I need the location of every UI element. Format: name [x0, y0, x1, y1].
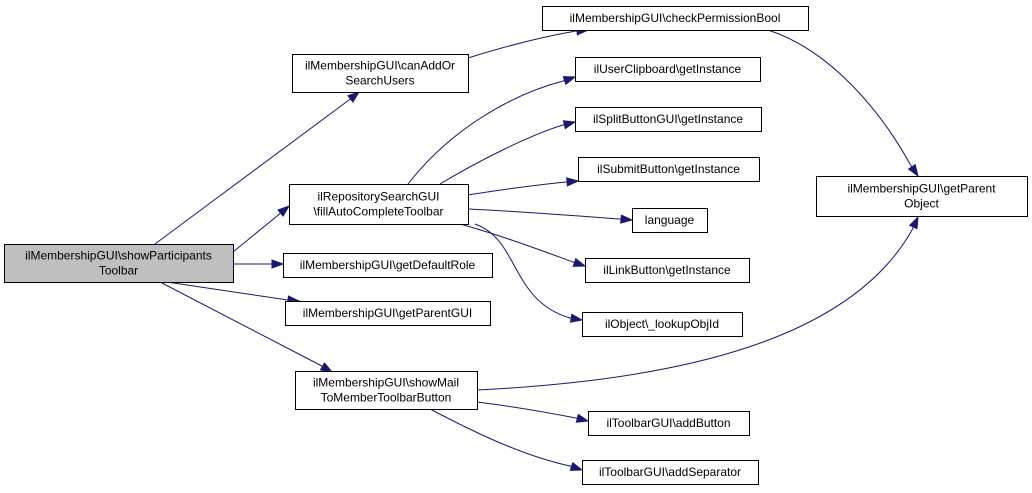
node-box	[578, 157, 760, 182]
edge-line	[232, 212, 281, 253]
edge-fill-auto-complete-toolbar-to-user-clipboard-get-instance	[407, 76, 577, 185]
edge-check-permission-bool-to-get-parent-object	[767, 29, 919, 178]
node-box	[289, 184, 469, 225]
node-split-button-get-instance[interactable]: ilSplitButtonGUI\getInstance	[575, 107, 762, 132]
node-box	[283, 253, 493, 278]
node-box	[588, 411, 750, 436]
arrowhead	[277, 205, 291, 217]
edge-fill-auto-complete-toolbar-to-link-button-get-instance	[459, 223, 587, 267]
node-label: Toolbar	[99, 264, 138, 278]
arrowhead	[572, 257, 587, 267]
edge-show-mail-to-member-toolbar-button-to-toolbar-add-button	[476, 401, 590, 423]
node-label: ilMembershipGUI\showMail	[313, 376, 459, 390]
node-label: \fillAutoCompleteToolbar	[313, 205, 443, 219]
edge-line	[476, 401, 578, 419]
node-user-clipboard-get-instance[interactable]: ilUserClipboard\getInstance	[575, 57, 761, 82]
edge-show-mail-to-member-toolbar-button-to-get-parent-object	[476, 215, 919, 391]
arrowhead	[569, 461, 584, 471]
arrowhead	[562, 76, 577, 86]
node-box	[4, 244, 234, 283]
node-toolbar-add-button[interactable]: ilToolbarGUI\addButton	[588, 411, 750, 436]
node-label: ilMembershipGUI\getParentGUI	[303, 306, 472, 320]
node-get-default-role[interactable]: ilMembershipGUI\getDefaultRole	[283, 253, 493, 278]
node-label: ilLinkButton\getInstance	[603, 263, 731, 277]
node-label: ToMemberToolbarButton	[321, 391, 452, 405]
node-box	[575, 57, 761, 82]
edge-line	[439, 124, 565, 185]
node-show-mail-to-member-toolbar-button[interactable]: ilMembershipGUI\showMailToMemberToolbarB…	[295, 371, 478, 410]
edge-line	[476, 226, 914, 391]
node-label: SearchUsers	[345, 74, 414, 88]
arrowhead	[569, 313, 584, 323]
edge-show-participants-toolbar-to-fill-auto-complete-toolbar	[232, 205, 291, 253]
arrowhead	[271, 259, 285, 269]
edge-fill-auto-complete-toolbar-to-object-lookup-obj-id	[474, 223, 584, 323]
edge-line	[467, 30, 578, 59]
edge-show-mail-to-member-toolbar-button-to-toolbar-add-separator	[429, 408, 584, 471]
edge-line	[767, 29, 913, 168]
node-box	[816, 176, 1028, 217]
edge-line	[467, 208, 622, 220]
node-label: ilUserClipboard\getInstance	[594, 62, 742, 76]
node-fill-auto-complete-toolbar[interactable]: ilRepositorySearchGUI\fillAutoCompleteTo…	[289, 184, 469, 225]
arrowhead	[566, 177, 580, 187]
node-label: ilRepositorySearchGUI	[317, 190, 439, 204]
node-box	[575, 107, 762, 132]
node-box	[292, 54, 469, 93]
edge-line	[474, 223, 572, 319]
node-label: ilSubmitButton\getInstance	[597, 162, 740, 176]
edge-can-add-or-search-users-to-check-permission-bool	[467, 26, 590, 59]
node-get-parent-gui[interactable]: ilMembershipGUI\getParentGUI	[285, 301, 491, 326]
edge-line	[159, 281, 323, 367]
edge-line	[467, 181, 568, 196]
node-box	[582, 312, 743, 337]
edge-line	[407, 80, 565, 185]
arrowhead	[575, 413, 590, 423]
node-check-permission-bool[interactable]: ilMembershipGUI\checkPermissionBool	[542, 6, 809, 31]
node-label: ilMembershipGUI\checkPermissionBool	[570, 11, 781, 25]
node-label: ilMembershipGUI\getParent	[847, 182, 996, 196]
edge-show-participants-toolbar-to-show-mail-to-member-toolbar-button	[159, 281, 334, 373]
node-box	[582, 460, 759, 485]
arrowhead	[620, 214, 634, 224]
node-submit-button-get-instance[interactable]: ilSubmitButton\getInstance	[578, 157, 760, 182]
arrowhead	[562, 120, 577, 130]
node-box	[285, 301, 491, 326]
node-label: ilMembershipGUI\showParticipants	[25, 249, 212, 263]
node-object-lookup-obj-id[interactable]: ilObject\_lookupObjId	[582, 312, 743, 337]
node-link-button-get-instance[interactable]: ilLinkButton\getInstance	[585, 258, 750, 283]
edge-fill-auto-complete-toolbar-to-split-button-get-instance	[439, 120, 577, 185]
node-label: ilSplitButtonGUI\getInstance	[593, 112, 743, 126]
node-box	[295, 371, 478, 410]
edge-fill-auto-complete-toolbar-to-language	[467, 208, 634, 224]
arrowhead	[907, 163, 919, 178]
node-language[interactable]: language	[632, 208, 708, 233]
arrowhead	[347, 91, 361, 103]
node-box	[585, 258, 750, 283]
edge-line	[159, 280, 289, 301]
node-box	[632, 208, 708, 233]
edge-line	[429, 408, 572, 467]
arrowhead	[319, 362, 334, 373]
node-label: Object	[904, 197, 939, 211]
node-label: ilToolbarGUI\addSeparator	[599, 465, 741, 479]
node-label: ilToolbarGUI\addButton	[606, 416, 730, 430]
edge-line	[154, 98, 351, 245]
arrowhead	[908, 215, 919, 230]
node-toolbar-add-separator[interactable]: ilToolbarGUI\addSeparator	[582, 460, 759, 485]
node-label: ilMembershipGUI\canAddOr	[305, 59, 455, 73]
node-box	[542, 6, 809, 31]
edge-show-participants-toolbar-to-get-default-role	[233, 259, 285, 269]
edge-line	[459, 223, 575, 263]
node-label: language	[645, 213, 695, 227]
node-label: ilObject\_lookupObjId	[605, 317, 719, 331]
edge-show-participants-toolbar-to-can-add-or-search-users	[154, 91, 361, 245]
node-label: ilMembershipGUI\getDefaultRole	[300, 258, 476, 272]
edge-fill-auto-complete-toolbar-to-submit-button-get-instance	[467, 177, 580, 196]
